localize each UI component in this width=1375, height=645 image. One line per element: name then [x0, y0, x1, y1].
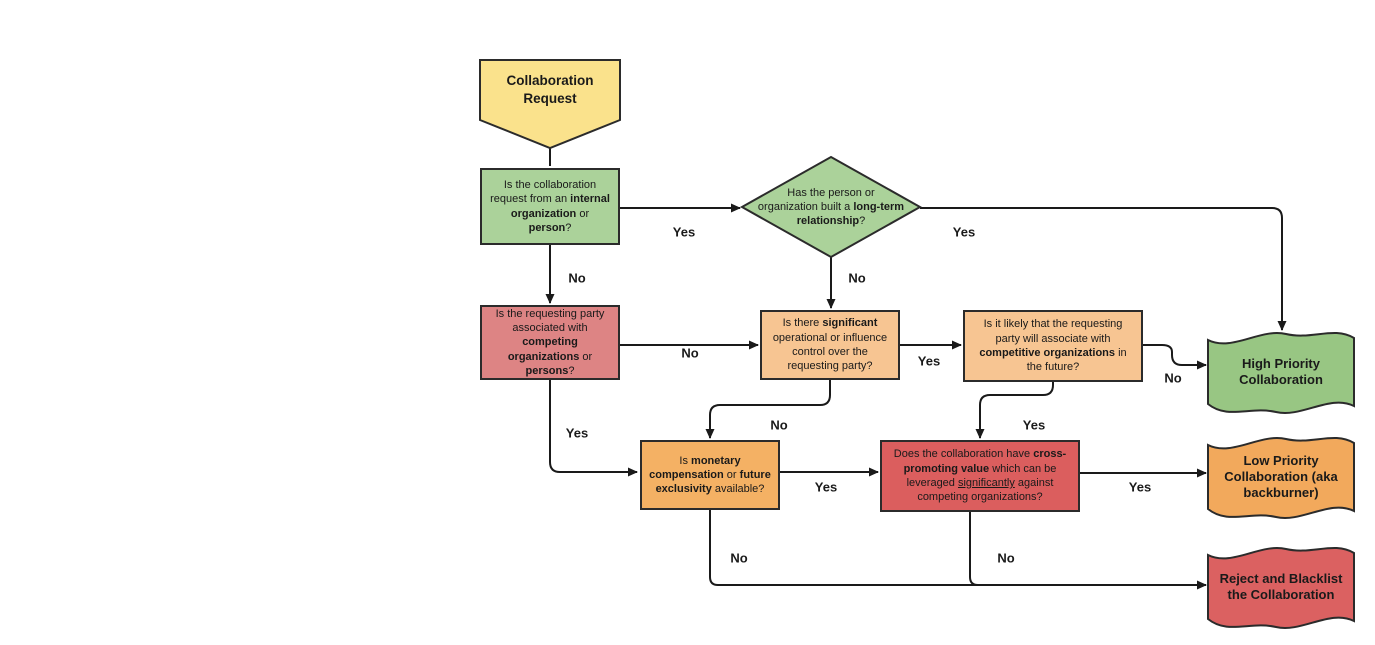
pentagon-icon [479, 59, 621, 150]
flag-icon [1207, 436, 1355, 519]
flag-low-priority-shape [1207, 436, 1355, 519]
edge-label-control-no: No [770, 417, 788, 433]
edge-label-crosspromo-no: No [997, 550, 1015, 566]
edge-label-future-yes: Yes [1022, 417, 1046, 433]
edge-label-monetary-yes: Yes [814, 479, 838, 495]
edge-monetary-to-reject [709, 510, 978, 586]
edge-longterm-to-high-priority [920, 207, 1287, 331]
edge-future-to-high-priority [1143, 344, 1207, 370]
flag-reject-blacklist-shape [1207, 546, 1355, 629]
edge-label-control-yes: Yes [917, 353, 941, 369]
edge-competing-to-monetary [549, 380, 638, 477]
edge-label-internal-no: No [568, 270, 586, 286]
edge-crosspromo-to-reject [969, 512, 1207, 590]
edge-label-monetary-no: No [730, 550, 748, 566]
flag-high-priority-shape [1207, 331, 1355, 414]
edge-label-competing-yes: Yes [565, 425, 589, 441]
edge-control-to-monetary [705, 380, 831, 439]
start-banner-shape [479, 59, 621, 150]
node-monetary-compensation: Is monetary compensation or future exclu… [640, 440, 780, 510]
edge-future-to-crosspromo [975, 382, 1054, 439]
node-future-association: Is it likely that the requesting party w… [963, 310, 1143, 382]
node-competing-party: Is the requesting party associated with … [480, 305, 620, 380]
edge-label-competing-no: No [681, 345, 699, 361]
node-operational-control: Is there significant operational or infl… [760, 310, 900, 380]
edge-label-internal-yes: Yes [672, 224, 696, 240]
flag-icon [1207, 546, 1355, 629]
node-cross-promoting-value: Does the collaboration have cross-promot… [880, 440, 1080, 512]
flag-icon [1207, 331, 1355, 414]
edge-label-future-no: No [1164, 370, 1182, 386]
edge-label-longterm-no: No [848, 270, 866, 286]
edge-label-crosspromo-yes: Yes [1128, 479, 1152, 495]
edge-label-longterm-yes: Yes [952, 224, 976, 240]
node-longterm-relationship-shape [739, 155, 923, 259]
diamond-icon [739, 155, 923, 259]
node-internal-request: Is the collaboration request from an int… [480, 168, 620, 245]
